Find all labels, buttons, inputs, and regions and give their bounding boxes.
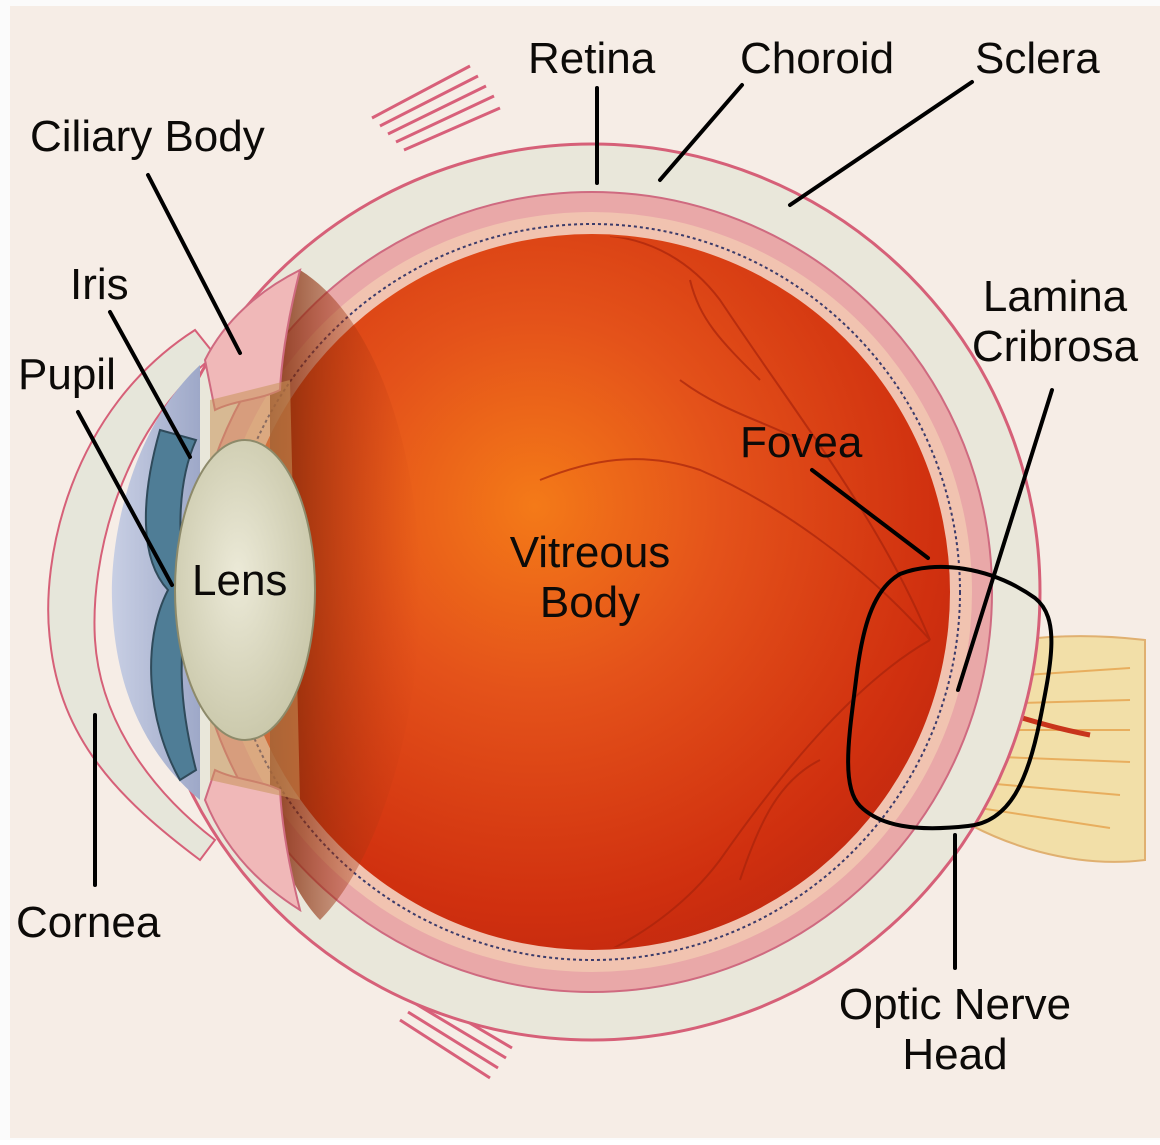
label-onh-line1: Optic Nerve	[800, 980, 1110, 1030]
label-vitreous-line2: Body	[480, 578, 700, 628]
label-fovea: Fovea	[740, 418, 862, 468]
label-lamina-line1: Lamina	[950, 272, 1160, 322]
label-ciliary-body: Ciliary Body	[30, 112, 265, 162]
label-retina: Retina	[528, 34, 655, 84]
label-vitreous-body: Vitreous Body	[480, 528, 700, 628]
label-lens: Lens	[192, 556, 287, 606]
label-optic-nerve-head: Optic Nerve Head	[800, 980, 1110, 1080]
label-iris: Iris	[70, 260, 129, 310]
label-sclera: Sclera	[975, 34, 1100, 84]
label-lamina-cribrosa: Lamina Cribrosa	[950, 272, 1160, 372]
label-cornea: Cornea	[16, 898, 160, 948]
label-lamina-line2: Cribrosa	[950, 322, 1160, 372]
label-pupil: Pupil	[18, 350, 116, 400]
label-choroid: Choroid	[740, 34, 894, 84]
label-onh-line2: Head	[800, 1030, 1110, 1080]
label-vitreous-line1: Vitreous	[480, 528, 700, 578]
